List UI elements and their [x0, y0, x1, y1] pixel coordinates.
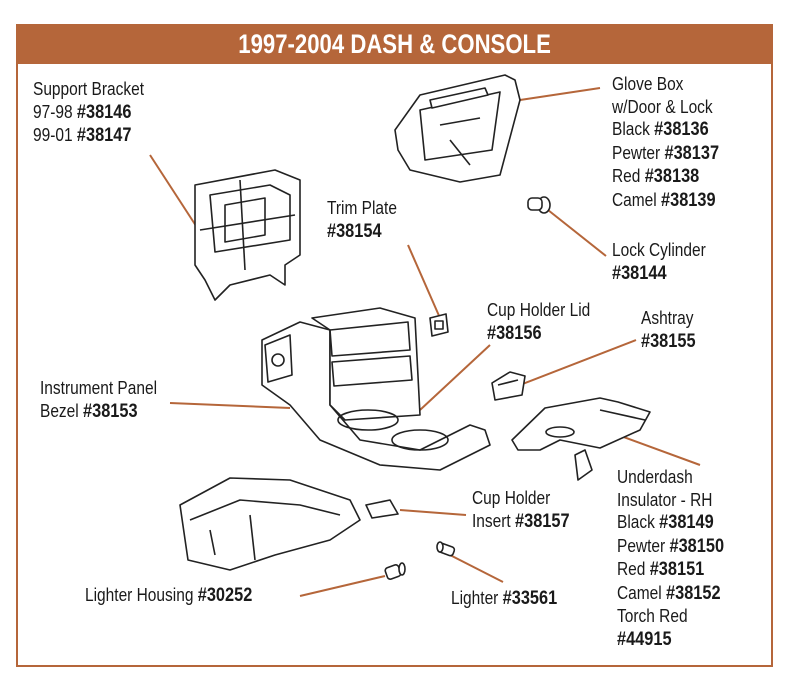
part-number: #38157 — [515, 510, 570, 532]
label-trim-plate: Trim Plate #38154 — [327, 197, 397, 243]
label-cup-holder-insert: Cup Holder Insert #38157 — [472, 487, 570, 533]
part-number: #38154 — [327, 220, 382, 242]
part-name: Cup Holder — [472, 488, 551, 508]
label-underdash-insulator: Underdash Insulator - RH Black #38149 Pe… — [617, 466, 724, 651]
leader-cup-holder-insert — [399, 509, 467, 516]
lower-console-illustration — [179, 477, 361, 571]
variant-label: Torch Red — [617, 606, 688, 626]
leader-ashtray — [519, 339, 637, 386]
part-number: #30252 — [197, 585, 253, 606]
part-number: #38151 — [649, 559, 705, 580]
diagram-title: 1997-2004 DASH & CONSOLE — [238, 29, 551, 59]
variant-label: Black — [612, 119, 650, 139]
part-name-line2: Bezel — [40, 400, 79, 421]
leader-instrument-panel — [169, 402, 291, 409]
leader-lighter — [449, 554, 504, 583]
part-number: #38149 — [659, 512, 714, 533]
part-name: Instrument Panel — [40, 378, 158, 398]
label-lock-cylinder: Lock Cylinder #38144 — [612, 239, 706, 285]
variant-label: 99-01 — [33, 125, 73, 145]
part-name: Trim Plate — [327, 198, 397, 218]
variant-label: Pewter — [612, 142, 661, 163]
leader-lighter-housing — [299, 575, 386, 597]
label-lighter: Lighter #33561 — [451, 587, 557, 611]
leader-support-bracket — [149, 154, 201, 233]
variant-label: Red — [617, 559, 646, 579]
underdash-insulator-illustration — [511, 397, 651, 481]
part-number: #38152 — [666, 582, 721, 604]
part-name: Ashtray — [641, 308, 694, 328]
label-support-bracket: Support Bracket 97-98 #38146 99-01 #3814… — [33, 78, 144, 148]
label-lighter-housing: Lighter Housing #30252 — [85, 584, 252, 608]
variant-label: Camel — [612, 189, 657, 210]
label-cup-holder-lid: Cup Holder Lid #38156 — [487, 299, 590, 345]
variant-label: Red — [612, 166, 641, 186]
label-glove-box: Glove Box w/Door & Lock Black #38136 Pew… — [612, 73, 719, 212]
part-name: Glove Box — [612, 74, 684, 94]
ashtray-illustration — [491, 371, 526, 401]
part-number: #38153 — [83, 400, 138, 422]
leader-lines — [149, 87, 701, 597]
part-name: Lighter — [451, 588, 499, 608]
part-name-line2: Insulator - RH — [617, 489, 713, 510]
part-number: #38155 — [641, 330, 696, 352]
part-name-line2: Insert — [472, 510, 511, 531]
instrument-panel-bezel-illustration — [261, 307, 491, 471]
part-name: Support Bracket — [33, 79, 145, 99]
part-number: #38144 — [612, 262, 667, 284]
support-bracket-illustration — [194, 169, 301, 301]
part-number: #38156 — [487, 322, 542, 344]
part-number: #38150 — [669, 535, 725, 557]
part-number: #38139 — [661, 189, 716, 211]
part-number: #33561 — [502, 588, 558, 609]
leader-glove-box — [519, 87, 601, 101]
leader-lock-cylinder — [547, 209, 607, 257]
variant-label: Black — [617, 512, 655, 532]
part-name-line2: w/Door & Lock — [612, 96, 713, 117]
part-name: Cup Holder Lid — [487, 300, 591, 320]
part-number: #38147 — [76, 125, 132, 146]
variant-label: Pewter — [617, 535, 666, 556]
cup-holder-insert-illustration — [365, 499, 399, 519]
lock-cylinder-illustration — [527, 196, 551, 214]
part-name: Underdash — [617, 467, 693, 487]
variant-label: 97-98 — [33, 101, 73, 122]
lighter-illustration — [436, 541, 456, 557]
part-number: #38136 — [654, 119, 709, 140]
diagram-title-bar: 1997-2004 DASH & CONSOLE — [16, 24, 773, 64]
lighter-housing-illustration — [384, 562, 406, 580]
variant-label: Camel — [617, 582, 662, 603]
part-name: Lighter Housing — [85, 585, 194, 605]
label-ashtray: Ashtray #38155 — [641, 307, 696, 353]
leader-trim-plate — [407, 244, 441, 319]
label-instrument-panel-bezel: Instrument Panel Bezel #38153 — [40, 377, 157, 423]
part-number: #38146 — [76, 101, 132, 123]
glove-box-illustration — [394, 74, 521, 183]
part-number: #44915 — [617, 628, 672, 650]
part-number: #38137 — [664, 142, 720, 164]
part-number: #38138 — [644, 166, 700, 187]
leader-cup-holder-lid — [419, 344, 491, 411]
part-name: Lock Cylinder — [612, 240, 706, 260]
trim-plate-illustration — [429, 313, 449, 337]
